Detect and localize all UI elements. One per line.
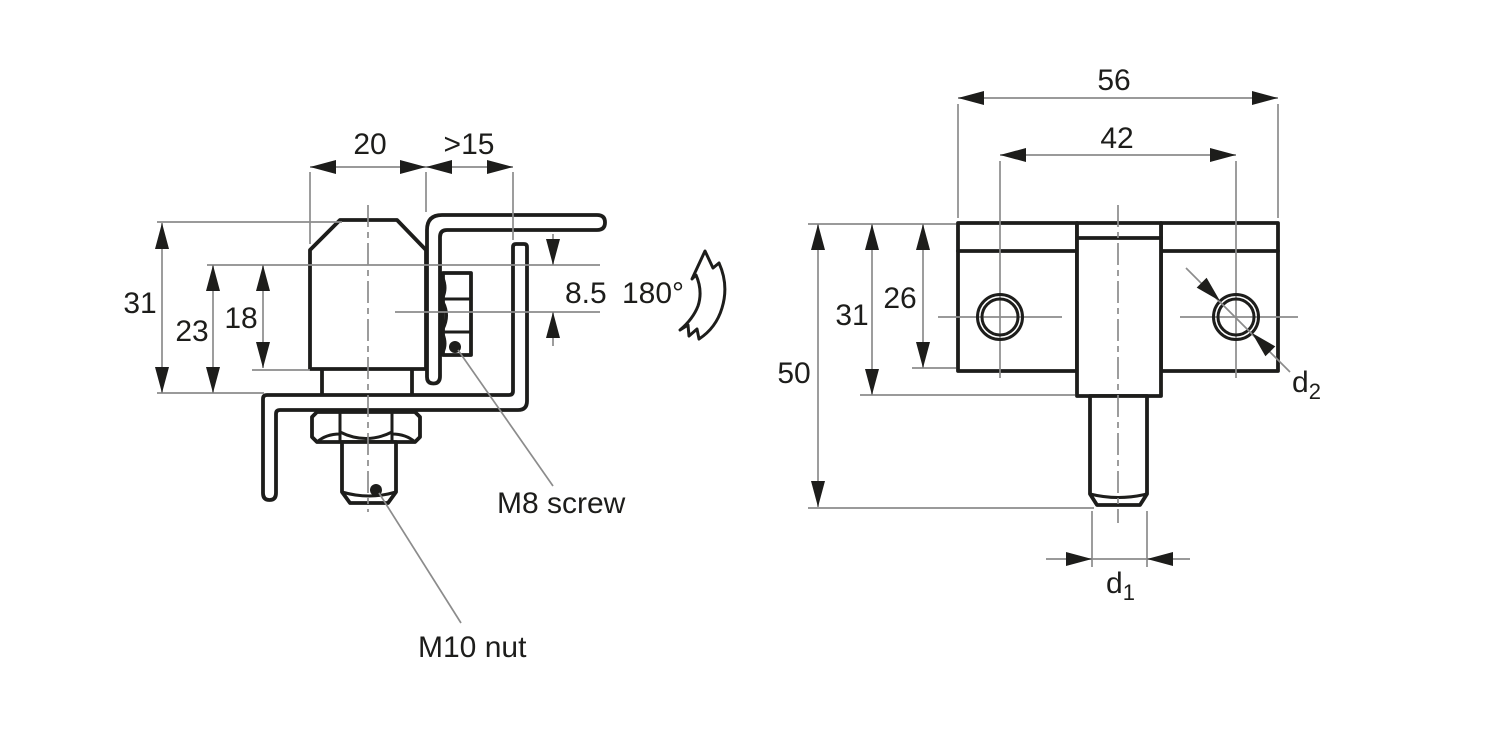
m8-screw-head: [441, 271, 473, 357]
dim-label-31-side: 31: [123, 287, 156, 320]
left-hole-outer: [976, 293, 1024, 341]
dim-pivot-to-screw: 8.5: [546, 234, 607, 346]
center-knuckle: [1075, 221, 1163, 398]
mounting-holes: [976, 293, 1260, 341]
dim-stud-diameter: d1: [1046, 511, 1190, 605]
dim-body-height: 26: [883, 224, 956, 369]
leader-m8-screw: M8 screw: [449, 341, 626, 520]
dim-total-height-side: 31: [123, 221, 342, 394]
m8-screw-label: M8 screw: [497, 487, 626, 520]
dim-label-d1: d1: [1106, 567, 1135, 605]
right-hole-inner: [1216, 297, 1256, 337]
dim-label-23: 23: [175, 315, 208, 348]
dim-label-8-5: 8.5: [565, 277, 607, 310]
dim-label-26: 26: [883, 282, 916, 315]
dim-label-d2: d2: [1292, 366, 1321, 404]
dim-body-bottom-to-pivot: 18: [224, 265, 310, 371]
left-block: [956, 221, 1079, 373]
right-block: [1159, 221, 1280, 373]
stud-side: [340, 440, 398, 505]
dim-label-56: 56: [1097, 64, 1130, 97]
dim-label-31-front: 31: [835, 299, 868, 332]
dim-overall-width: 56: [957, 64, 1279, 218]
side-view-centerlines: [207, 205, 600, 512]
dim-label-gt15: >15: [444, 128, 495, 161]
right-hole-outer: [1212, 293, 1260, 341]
dim-label-20: 20: [353, 128, 386, 161]
side-view: 20 >15 31 23: [123, 128, 727, 664]
dim-label-50: 50: [777, 357, 810, 390]
front-view: 56 42 50 31: [777, 64, 1321, 605]
dim-label-42: 42: [1100, 122, 1133, 155]
m10-nut-label: M10 nut: [418, 631, 527, 664]
clamp-neck: [320, 367, 414, 396]
rotation-arrow-icon: [678, 249, 727, 341]
left-hole-inner: [980, 297, 1020, 337]
hinge-leaf: [425, 213, 607, 386]
dim-flange-height: 31: [835, 224, 1075, 396]
dim-base-to-pivot: 23: [175, 265, 220, 393]
clamped-profile: [261, 242, 529, 502]
dim-min-clearance: >15: [426, 128, 514, 240]
leader-m10-nut: M10 nut: [370, 484, 527, 664]
dim-body-width: 20: [309, 128, 513, 244]
dim-hole-spacing: 42: [1000, 122, 1236, 162]
front-view-centerlines: [938, 161, 1298, 523]
dim-total-height-front: 50: [777, 223, 1094, 509]
swing-annotation: 180°: [622, 249, 727, 341]
m10-nut: [310, 410, 422, 444]
dim-label-18: 18: [224, 302, 257, 335]
dim-hole-diameter: d2: [1185, 267, 1321, 404]
swing-angle-label: 180°: [622, 277, 684, 310]
